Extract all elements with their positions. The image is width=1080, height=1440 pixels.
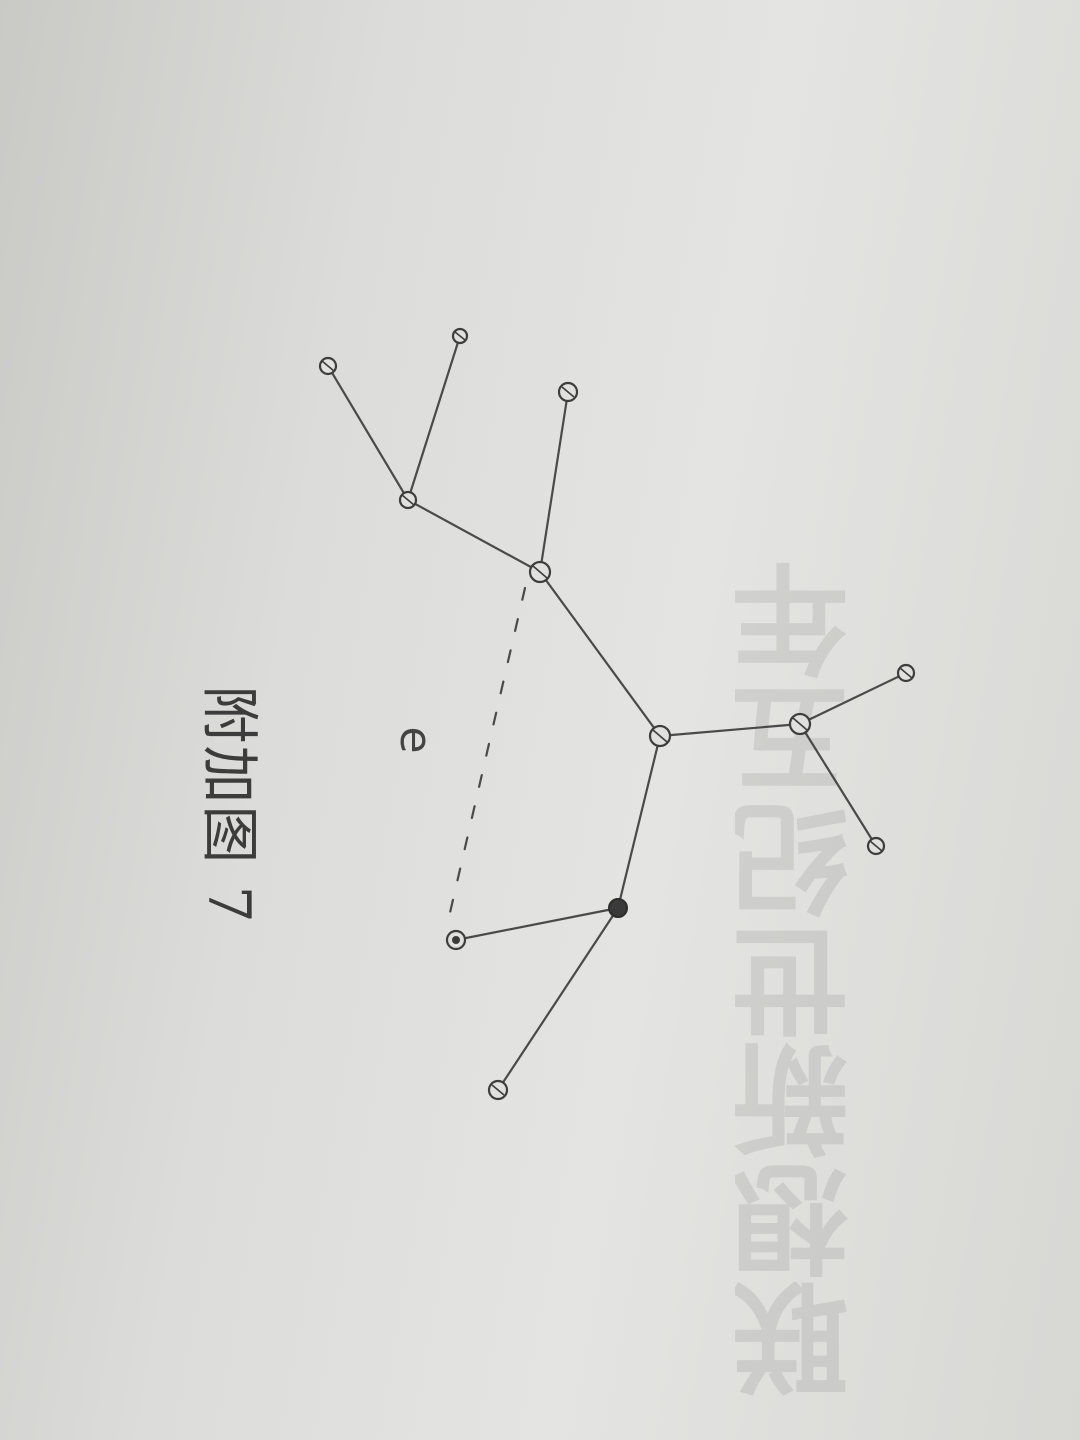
tree-edge [658,722,802,738]
tree-edge [454,906,620,942]
tree-node [318,356,338,376]
tree-edge [326,364,410,502]
figure-caption: 附加图 7 [155,640,315,970]
edge-label-e: e [390,726,441,753]
tree-node [445,929,467,951]
tree-edge [406,498,542,574]
tree-node [487,1079,509,1101]
tree-node [451,327,469,345]
dashed-edge-e [444,586,527,932]
tree-edge [798,722,878,848]
tree-edge [616,734,662,910]
tree-node [788,712,812,736]
tree-edge [798,671,908,726]
tree-node [866,836,886,856]
figure-caption-text: 附加图 7 [196,685,264,925]
tree-node [896,663,916,683]
tree-edge [538,390,570,574]
tree-edge [496,906,620,1092]
tree-node [648,724,672,748]
tree-edge [538,570,662,738]
tree-node [528,560,552,584]
tree-edge [406,334,462,502]
tree-node [398,490,418,510]
tree-node [557,381,579,403]
tree-node [608,898,628,918]
